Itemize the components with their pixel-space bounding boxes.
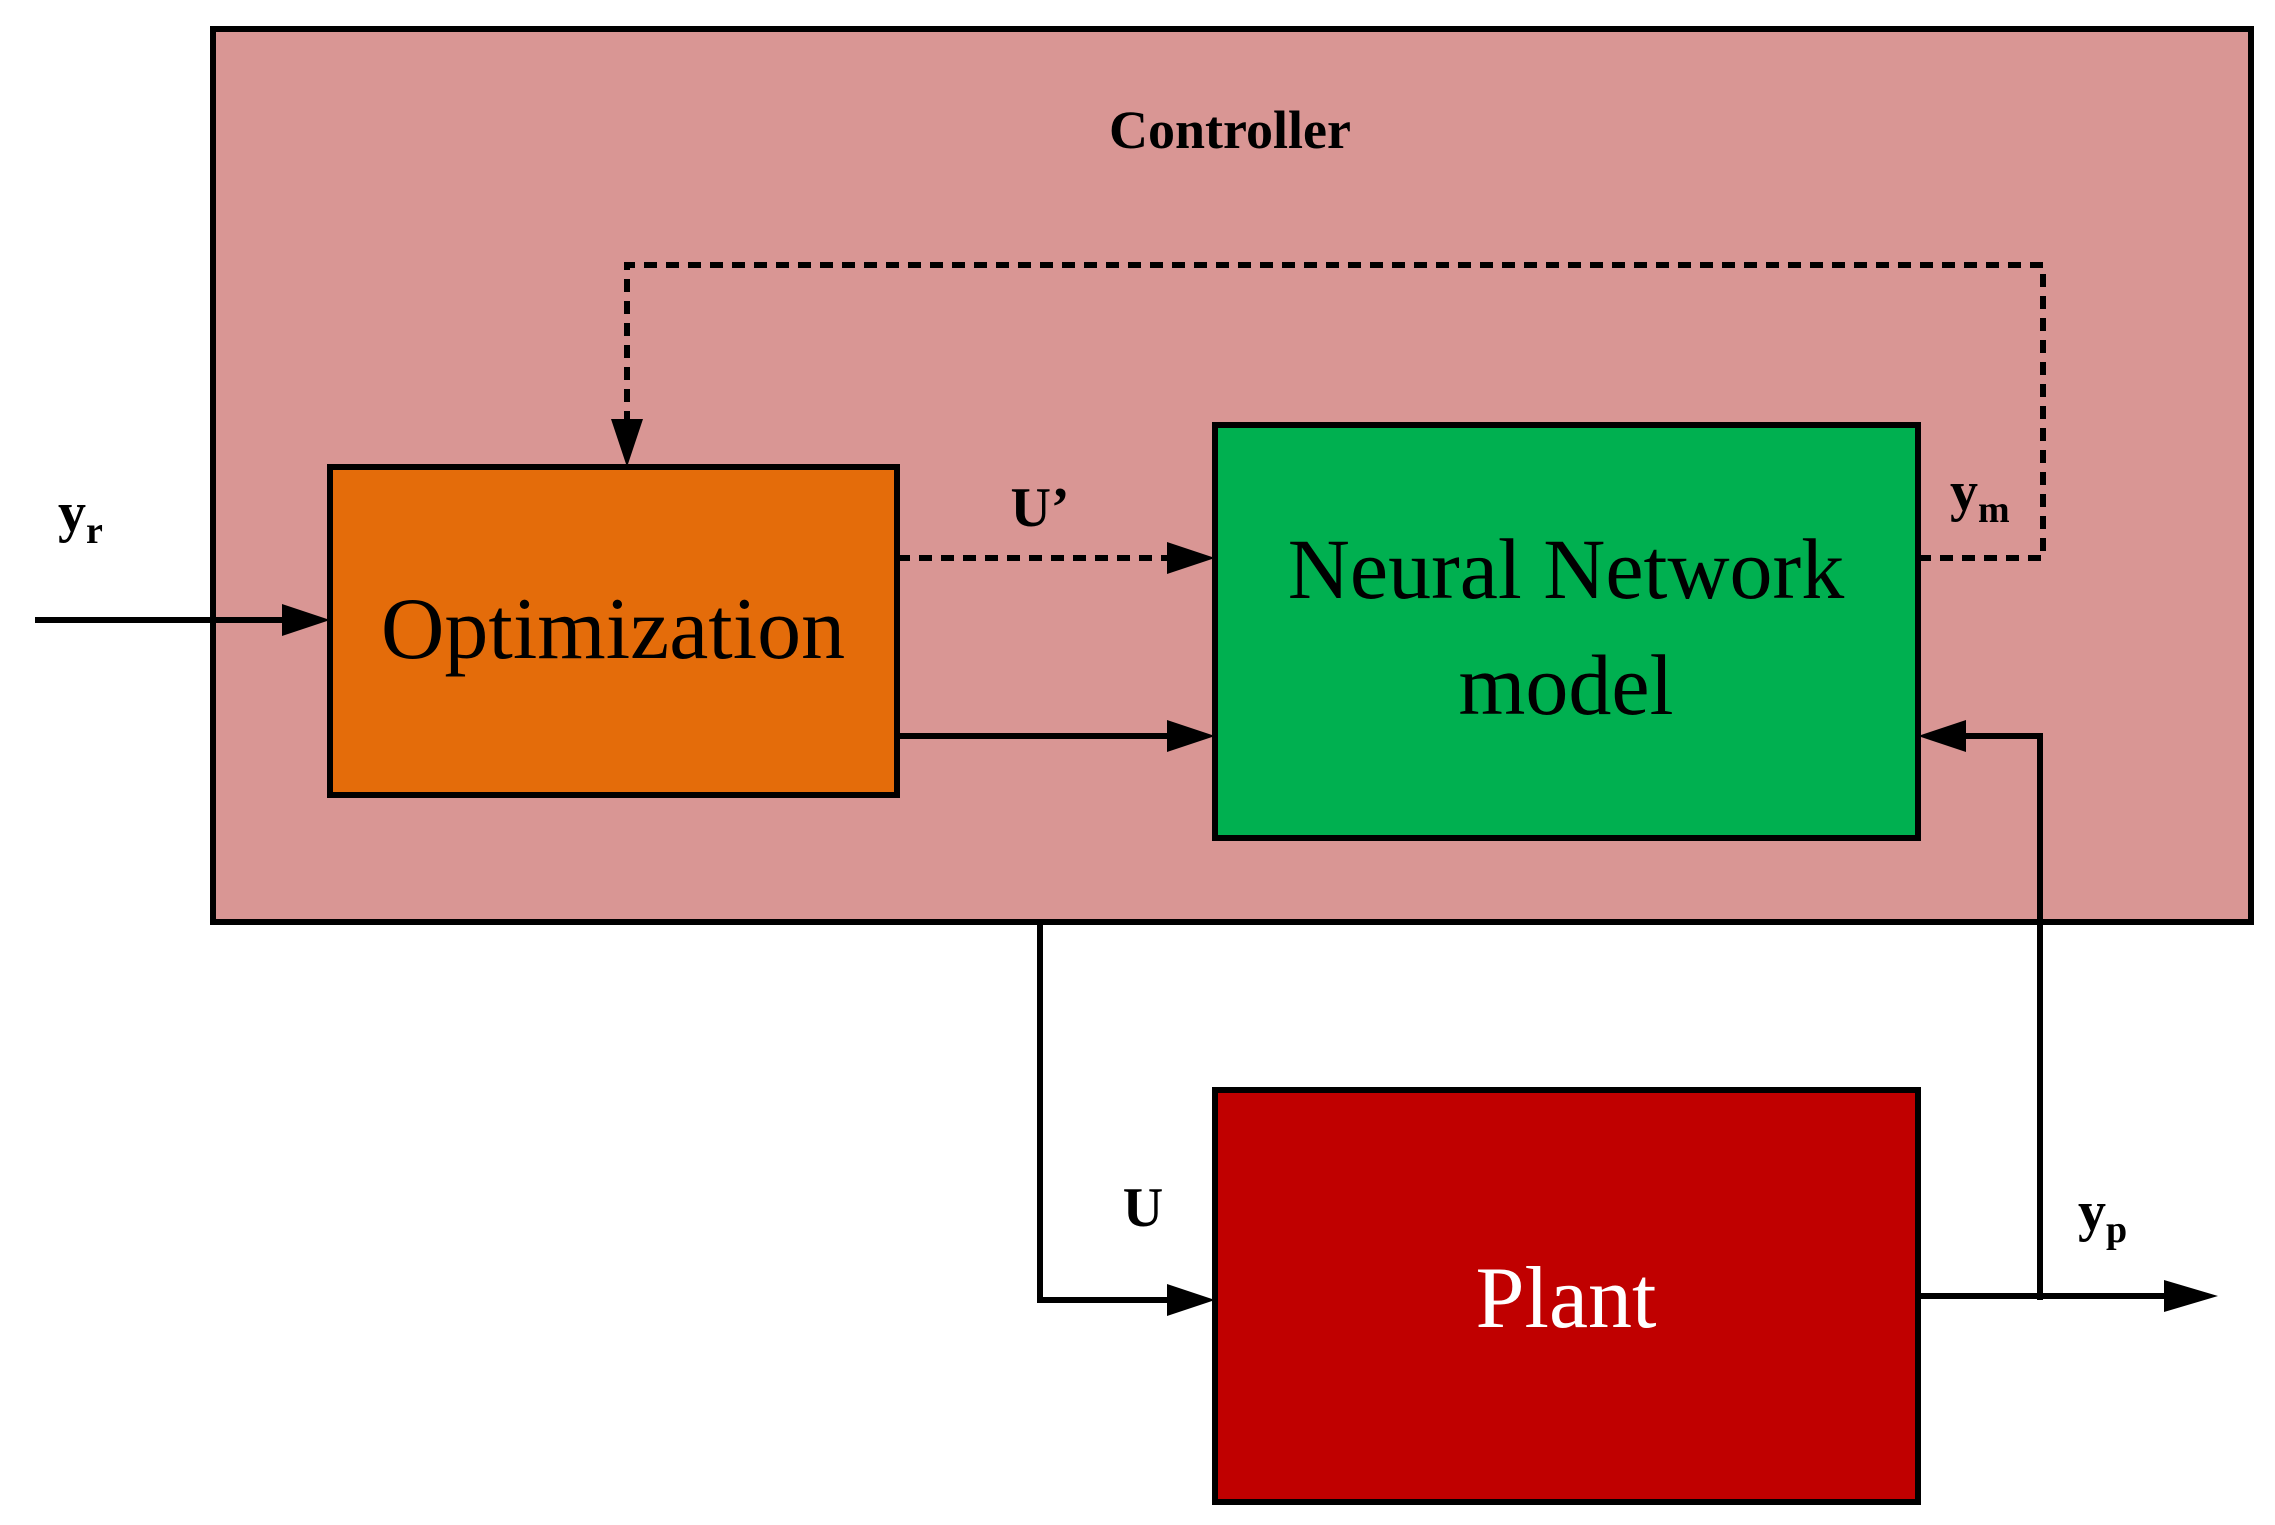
opt-to-nn-arrowhead	[1167, 720, 1215, 752]
u-arrowhead	[1167, 1284, 1215, 1316]
optimization-block	[327, 464, 900, 798]
yp-feedback-arrowhead	[1918, 720, 1966, 752]
yr-arrowhead	[282, 604, 330, 636]
u-prime-arrowhead	[1167, 542, 1215, 574]
u-label: U	[1123, 1177, 1163, 1239]
u-control-line	[1037, 922, 1173, 1303]
nn-label-line1: Neural Network	[1288, 521, 1844, 617]
ym-label: ym	[1950, 461, 2010, 531]
ym-feedback-arrowhead	[611, 419, 643, 467]
neural-network-model-block	[1212, 422, 1921, 841]
controller-title: Controller	[1109, 100, 1351, 160]
plant-label: Plant	[1476, 1250, 1657, 1347]
nn-label-line2: model	[1459, 637, 1674, 733]
ym-dashed-feedback-line	[624, 262, 2046, 561]
plant-block	[1212, 1087, 1921, 1505]
yp-label: yp	[2078, 1181, 2127, 1251]
yr-label: yr	[58, 482, 103, 552]
yp-feedback-line	[1960, 733, 2043, 1300]
u-prime-label: U’	[1010, 477, 1069, 539]
yp-arrowhead	[2164, 1280, 2218, 1312]
optimization-label: Optimization	[381, 581, 845, 678]
